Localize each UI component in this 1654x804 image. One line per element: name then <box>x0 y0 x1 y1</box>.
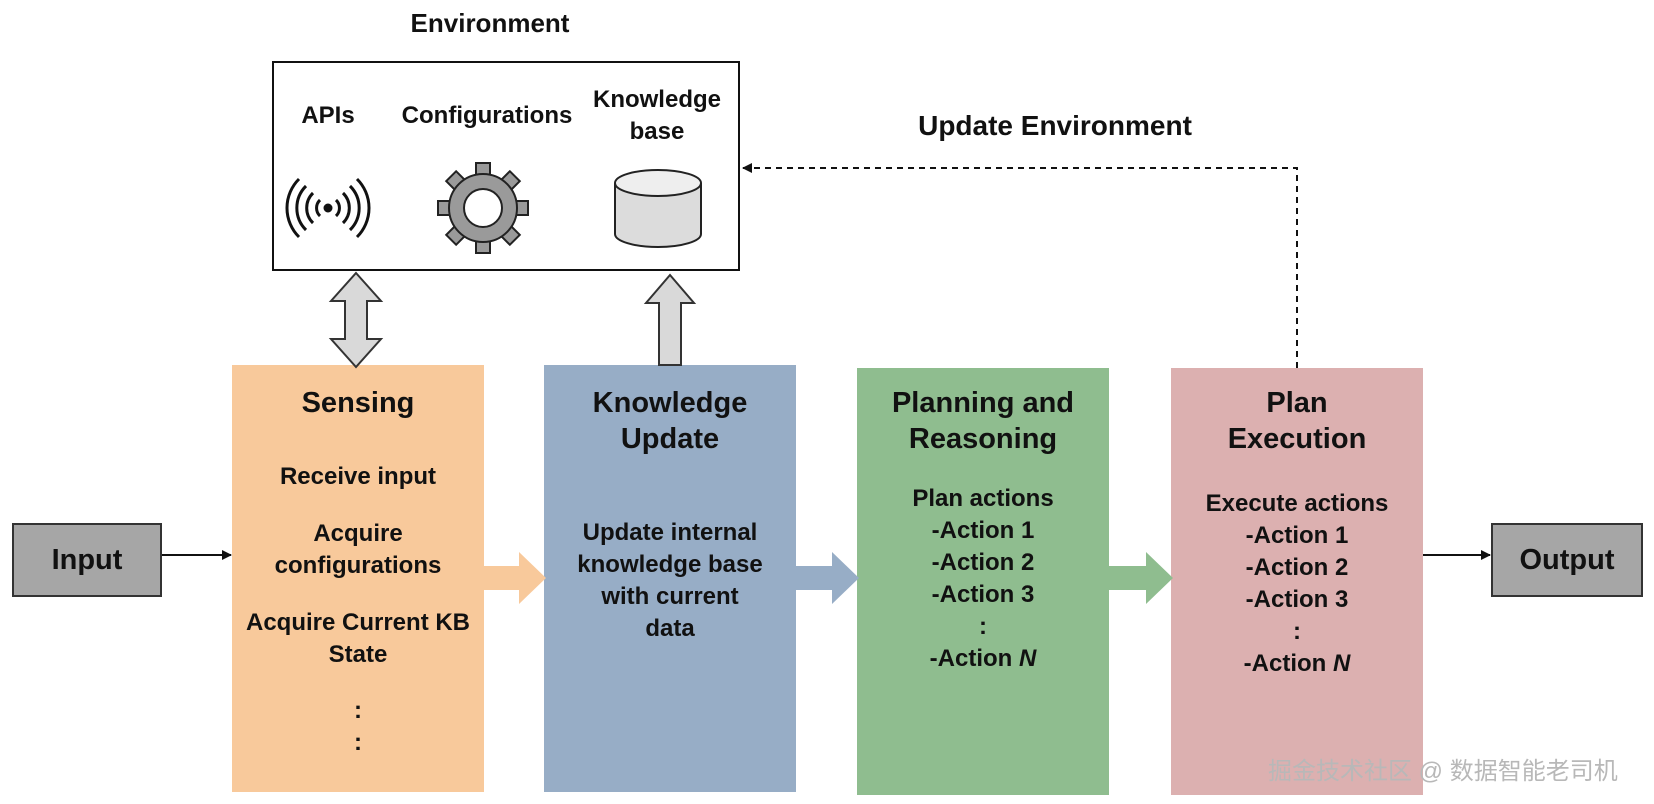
sensing-title: Sensing <box>301 387 415 419</box>
environment-title: Environment <box>410 8 570 38</box>
execution-items: Execute actions -Action 1 -Action 2 -Act… <box>1171 488 1423 680</box>
knowledge-to-planning-arrow <box>796 552 859 604</box>
output-box: Output <box>1491 523 1643 597</box>
input-box: Input <box>12 523 162 597</box>
update-environment-label: Update Environment <box>918 110 1192 141</box>
planning-last-action: -Action N <box>929 645 1037 672</box>
planning-title: Planning and Reasoning <box>891 387 1075 455</box>
knowledge-to-environment-arrow <box>643 273 697 366</box>
planning-items: Plan actions -Action 1 -Action 2 -Action… <box>857 483 1109 675</box>
database-icon <box>614 169 702 248</box>
knowledge-update-items: Update internal knowledge base with curr… <box>577 519 763 642</box>
execution-title: Plan Execution <box>1227 387 1367 455</box>
execution-stage: Plan Execution Execute actions -Action 1… <box>1171 368 1423 795</box>
wireless-signal-icon <box>285 177 371 239</box>
watermark: 掘金技术社区 @ 数据智能老司机 <box>1268 758 1618 785</box>
knowledge-base-label: Knowledge base <box>592 86 721 145</box>
sensing-to-knowledge-arrow <box>484 552 546 604</box>
planning-to-execution-arrow <box>1109 552 1173 604</box>
update-environment-arrow <box>742 163 1298 368</box>
sensing-stage: Sensing Receive input Acquire configurat… <box>232 365 484 792</box>
gear-icon <box>437 162 529 254</box>
knowledge-update-title: Knowledge Update <box>592 387 748 455</box>
apis-label: APIs <box>301 102 355 129</box>
sensing-environment-double-arrow <box>328 271 384 369</box>
knowledge-update-stage: Knowledge Update Update internal knowled… <box>544 365 796 792</box>
planning-stage: Planning and Reasoning Plan actions -Act… <box>857 368 1109 795</box>
execution-last-action: -Action N <box>1243 650 1351 677</box>
sensing-items: Receive input Acquire configurations Acq… <box>245 463 471 756</box>
configurations-label: Configurations <box>401 102 573 129</box>
